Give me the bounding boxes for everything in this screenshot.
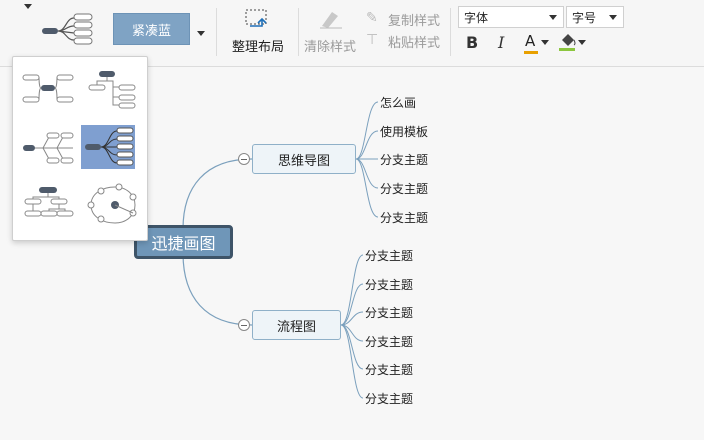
theme-button[interactable]: 紧凑蓝 <box>113 13 190 45</box>
clear-style-label: 清除样式 <box>304 40 357 55</box>
toolbar-divider <box>216 8 217 56</box>
paste-style-button[interactable]: ⊤ 粘贴样式 <box>364 32 444 51</box>
font-color-label: A <box>525 32 536 50</box>
leaf-topic[interactable]: 分支主题 <box>365 363 414 377</box>
copy-style-button[interactable]: ✎ 复制样式 <box>364 10 444 29</box>
root-topic[interactable]: 迅捷画图 <box>134 225 233 259</box>
structure-icon <box>42 13 93 45</box>
layout-dropdown-panel <box>12 56 148 241</box>
layout-option-org-down[interactable] <box>21 183 75 227</box>
mindmap-layout-icon <box>22 74 74 103</box>
leaf-topic[interactable]: 怎么画 <box>380 96 417 110</box>
font-color-button[interactable]: A <box>522 30 550 56</box>
chevron-down-icon <box>541 40 549 45</box>
collapse-toggle-icon[interactable] <box>238 153 250 165</box>
leaf-topic[interactable]: 分支主题 <box>365 335 414 349</box>
font-size-value: 字号 <box>572 10 597 25</box>
chevron-down-icon <box>609 15 617 20</box>
leaf-topic[interactable]: 分支主题 <box>365 249 414 263</box>
leaf-topic[interactable]: 分支主题 <box>365 278 414 292</box>
arrange-layout-label: 整理布局 <box>232 40 285 55</box>
collapse-toggle-icon[interactable] <box>238 319 250 331</box>
circle-layout-icon <box>87 183 137 224</box>
font-family-value: 字体 <box>464 10 489 25</box>
highlight-color-button[interactable] <box>556 30 588 56</box>
toolbar-divider <box>450 8 451 56</box>
copy-style-label: 复制样式 <box>388 14 441 29</box>
layout-option-org-right[interactable] <box>85 65 139 109</box>
font-size-select[interactable]: 字号 <box>566 6 624 28</box>
arrange-layout-icon <box>245 9 267 27</box>
toolbar: 紧凑蓝 整理布局 清除样式 ✎ 复制样式 ⊤ 粘贴样式 字体 字号 B I <box>0 0 704 67</box>
leaf-topic[interactable]: 分支主题 <box>380 153 429 167</box>
org-down-layout-icon <box>24 187 74 217</box>
format-painter-icon: ✎ <box>366 10 378 26</box>
org-right-layout-icon <box>88 71 136 109</box>
structure-dropdown-arrow[interactable] <box>24 4 32 9</box>
layout-option-right-tree[interactable] <box>81 125 135 169</box>
paste-icon: ⊤ <box>366 32 379 48</box>
leaf-topic[interactable]: 分支主题 <box>380 211 429 225</box>
theme-dropdown-arrow[interactable] <box>197 31 205 36</box>
layout-option-circle[interactable] <box>85 183 139 227</box>
font-color-swatch <box>524 51 538 54</box>
leaf-topic[interactable]: 分支主题 <box>365 306 414 320</box>
fishbone-layout-icon <box>23 132 74 164</box>
branch-topic[interactable]: 思维导图 <box>252 144 356 174</box>
bold-button[interactable]: B <box>466 33 479 52</box>
paint-bucket-icon <box>559 34 576 51</box>
paste-style-label: 粘贴样式 <box>388 36 441 51</box>
leaf-topic[interactable]: 使用模板 <box>380 125 429 139</box>
italic-button[interactable]: I <box>498 33 505 52</box>
leaf-topic[interactable]: 分支主题 <box>365 392 414 406</box>
toolbar-divider <box>298 8 299 56</box>
right-tree-layout-icon <box>85 127 134 166</box>
layout-option-fishbone[interactable] <box>21 125 75 169</box>
branch-topic[interactable]: 流程图 <box>252 310 341 340</box>
font-family-select[interactable]: 字体 <box>458 6 564 28</box>
arrange-layout-button[interactable]: 整理布局 <box>228 6 288 56</box>
clear-style-button[interactable]: 清除样式 <box>302 6 358 56</box>
layout-option-mindmap[interactable] <box>21 65 75 109</box>
leaf-topic[interactable]: 分支主题 <box>380 182 429 196</box>
structure-button[interactable] <box>38 10 96 50</box>
eraser-icon <box>320 12 342 29</box>
mindmap-connectors <box>182 101 379 399</box>
chevron-down-icon <box>578 40 586 45</box>
chevron-down-icon <box>549 15 557 20</box>
